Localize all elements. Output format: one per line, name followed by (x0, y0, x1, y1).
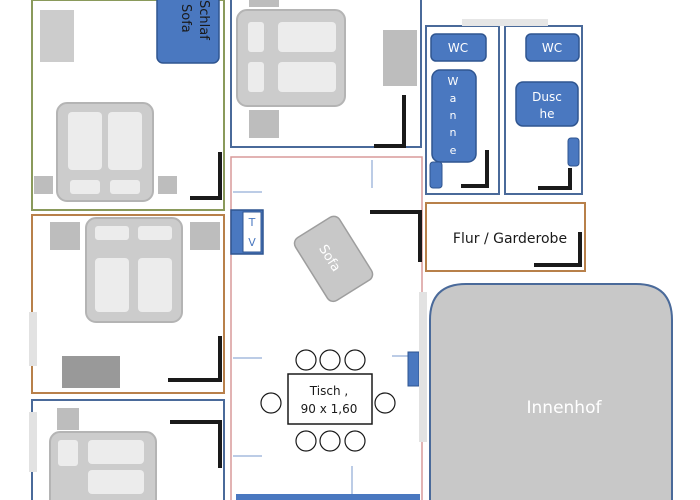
bed-pillow-right (110, 180, 140, 194)
chair (374, 392, 396, 414)
dusche-label-1: Dusc (532, 90, 562, 104)
schlaf-sofa-label-2: Sofa (178, 4, 193, 33)
door-swing (168, 336, 222, 382)
hallway-label: Flur / Garderobe (453, 231, 567, 247)
wardrobe (383, 30, 417, 86)
schlaf-sofa (156, 0, 220, 64)
wc-2 (525, 33, 580, 62)
bed-mattress-left (68, 112, 102, 170)
wc-1 (430, 33, 487, 62)
sofa-shape (293, 215, 374, 303)
living-room: T V Sofa Tisch , 90 x 1,60 (230, 160, 427, 500)
wanne-letter-4: n (450, 126, 457, 139)
nightstand-right (190, 222, 220, 250)
door-swing (370, 210, 422, 262)
door-swing (461, 150, 489, 188)
courtyard-shape (429, 283, 673, 500)
bathroom-window (462, 19, 548, 26)
bed-mattress-bottom (278, 62, 336, 92)
bathroom-2: WC Dusc he (515, 33, 580, 190)
bed-pillow-top (248, 22, 264, 52)
bed-pillow-right (138, 226, 172, 240)
chair (319, 430, 341, 452)
bed-mattress-top (278, 22, 336, 52)
bed-pillow-bottom (248, 62, 264, 92)
sink (567, 137, 580, 167)
dining-table (287, 373, 373, 425)
tv-screen (242, 211, 262, 253)
bedroom-4 (236, 0, 417, 148)
courtyard-label: Innenhof (527, 398, 603, 418)
bathroom-1: WC W a n n e (429, 33, 489, 189)
chair (260, 392, 282, 414)
bed-mattress-top (88, 440, 144, 464)
chair (344, 349, 366, 371)
nightstand-top (249, 0, 279, 7)
bedroom-1-wall (31, 0, 225, 211)
bedroom-3 (29, 408, 222, 500)
nightstand (57, 408, 79, 430)
chair (319, 349, 341, 371)
window (29, 312, 37, 366)
bed-mattress-right (108, 112, 142, 170)
nightstand-right (158, 176, 177, 194)
bed-mattress-bottom (88, 470, 144, 494)
shower (515, 81, 579, 127)
window (419, 292, 427, 442)
bed-pillow-left (70, 180, 100, 194)
bed-pillow-left (95, 226, 129, 240)
sink (429, 161, 443, 189)
table-label-1: Tisch , (309, 384, 348, 398)
desk (62, 356, 120, 388)
door-swing (374, 95, 406, 148)
entrance-door (534, 232, 582, 267)
wc-2-label: WC (542, 41, 562, 55)
wanne-letter-2: a (450, 92, 457, 105)
bedroom-1: Schlaf Sofa (34, 0, 222, 202)
bed-pillow (58, 440, 78, 466)
courtyard: Innenhof (429, 283, 673, 500)
bedroom-2 (29, 217, 222, 388)
bottom-fixture (236, 494, 420, 500)
door-swing (170, 420, 222, 468)
bedroom-2-wall (31, 214, 225, 394)
wc-1-label: WC (448, 41, 468, 55)
table-label-2: 90 x 1,60 (301, 402, 358, 416)
sofa: Sofa (293, 215, 374, 303)
nightstand-left (34, 176, 53, 194)
window (29, 412, 37, 472)
bathtub (431, 69, 477, 163)
chair (295, 430, 317, 452)
chair (295, 349, 317, 371)
bed-mattress-left (95, 258, 129, 312)
tv-letter-2: V (248, 236, 256, 249)
wall-radiator (407, 351, 420, 387)
chair (344, 430, 366, 452)
nightstand (249, 110, 279, 138)
hallway: Flur / Garderobe (370, 210, 582, 267)
hallway-wall (425, 202, 586, 272)
door-swing (538, 168, 572, 190)
bedroom-4-wall (230, 0, 422, 148)
wanne-letter-1: W (448, 75, 459, 88)
dusche-label-2: he (540, 107, 555, 121)
cabinet (40, 10, 74, 62)
tv-letter-1: T (248, 216, 256, 229)
nightstand-left (50, 222, 80, 250)
wanne-letter-5: e (450, 144, 457, 157)
wanne-letter-3: n (450, 109, 457, 122)
door-swing (190, 152, 222, 200)
schlaf-sofa-label-1: Schlaf (196, 0, 211, 40)
bed-mattress-right (138, 258, 172, 312)
